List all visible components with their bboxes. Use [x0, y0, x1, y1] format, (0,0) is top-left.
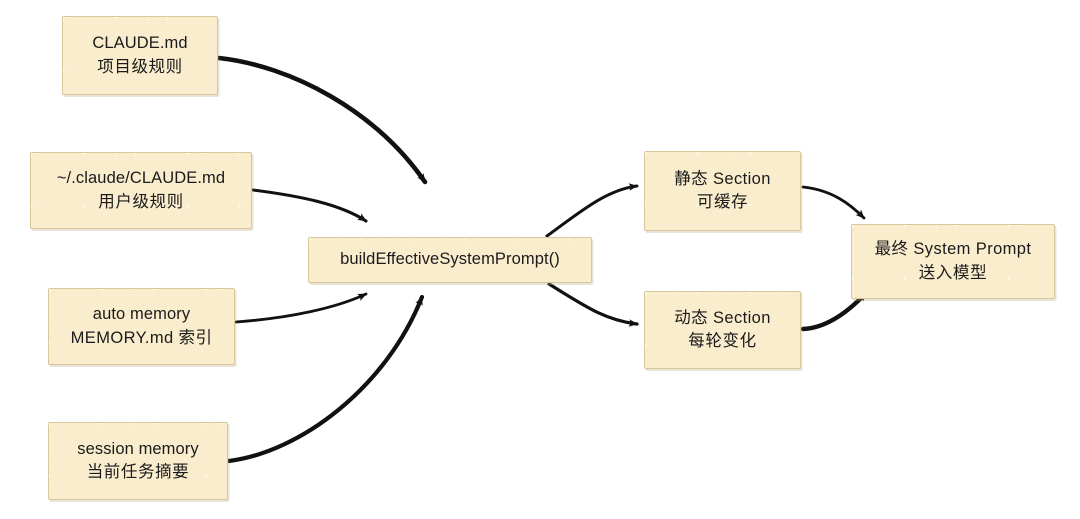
node-dynamic-section-line2: 每轮变化	[688, 332, 757, 350]
node-auto-memory[interactable]: auto memory MEMORY.md 索引	[48, 288, 235, 365]
node-build-effective-system-prompt-label: buildEffectiveSystemPrompt()	[340, 250, 560, 269]
edge-build-to-static	[545, 183, 639, 238]
node-static-section-line1: 静态 Section	[674, 169, 771, 188]
node-static-section[interactable]: 静态 Section 可缓存	[644, 151, 801, 231]
node-session-memory-line2: 当前任务摘要	[86, 463, 190, 481]
node-auto-memory-line1: auto memory	[92, 305, 191, 324]
edge-user-claude-md-to-build	[251, 188, 368, 223]
node-final-system-prompt-line2: 送入模型	[918, 263, 988, 282]
edge-static-to-final	[801, 185, 866, 220]
node-build-effective-system-prompt[interactable]: buildEffectiveSystemPrompt()	[308, 237, 592, 283]
edge-session-memory-to-build	[226, 294, 425, 464]
node-claude-md[interactable]: CLAUDE.md 项目级规则	[62, 16, 218, 95]
node-final-system-prompt-line1: 最终 System Prompt	[874, 240, 1032, 259]
node-user-claude-md-line2: 用户级规则	[98, 192, 184, 211]
node-user-claude-md-line1: ~/.claude/CLAUDE.md	[56, 169, 226, 188]
node-static-section-line2: 可缓存	[696, 193, 749, 211]
node-auto-memory-line2: MEMORY.md 索引	[70, 328, 213, 347]
node-user-claude-md[interactable]: ~/.claude/CLAUDE.md 用户级规则	[30, 152, 252, 229]
node-session-memory-line1: session memory	[77, 439, 199, 458]
node-claude-md-line2: 项目级规则	[97, 57, 183, 76]
node-dynamic-section[interactable]: 动态 Section 每轮变化	[644, 291, 801, 369]
edge-auto-memory-to-build	[234, 292, 368, 324]
node-session-memory[interactable]: session memory 当前任务摘要	[48, 422, 228, 500]
node-final-system-prompt[interactable]: 最终 System Prompt 送入模型	[851, 224, 1055, 299]
node-claude-md-line1: CLAUDE.md	[92, 34, 188, 53]
node-dynamic-section-line1: 动态 Section	[674, 308, 771, 327]
edge-build-to-dynamic	[547, 282, 639, 327]
